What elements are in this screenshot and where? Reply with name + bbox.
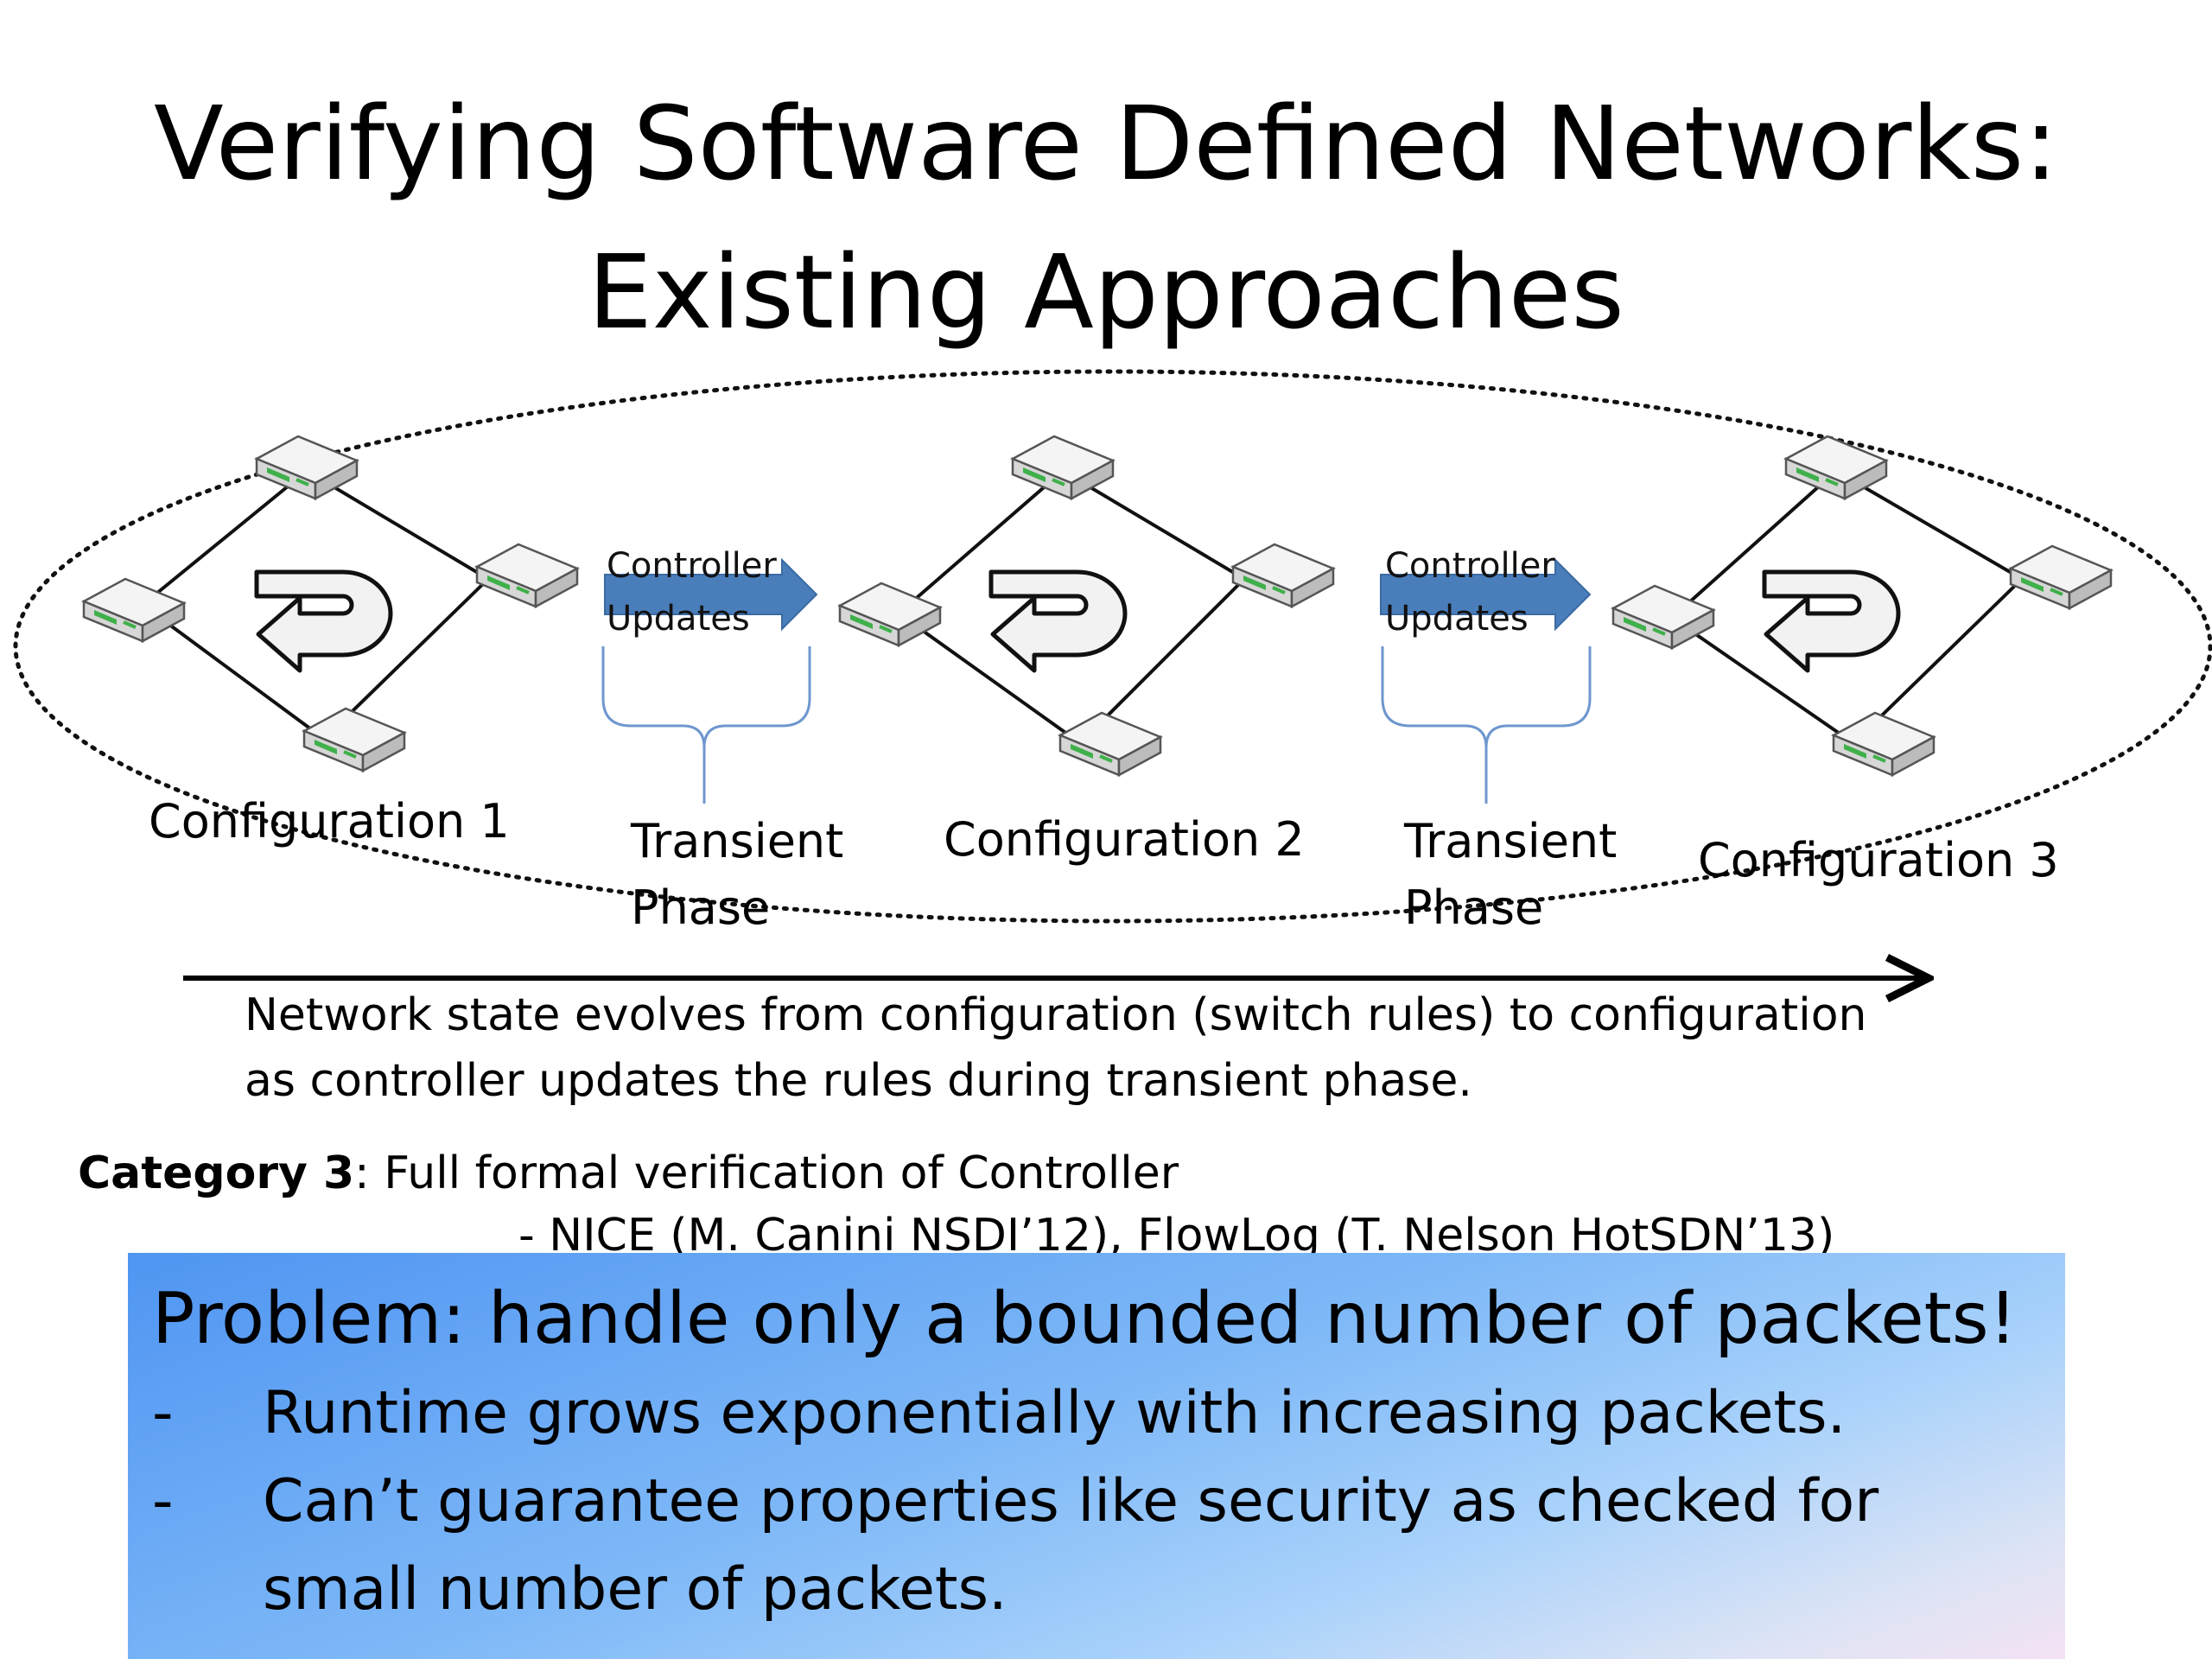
switch-icon	[82, 577, 186, 643]
switch-icon	[1832, 711, 1936, 777]
switch-icon	[255, 435, 359, 500]
state-loop-icon	[991, 572, 1125, 671]
transient-label-2: Transient	[1404, 814, 1618, 868]
category-text: : Full formal verification of Controller	[354, 1147, 1179, 1199]
switch-icon	[1231, 543, 1335, 608]
bullet-text: small number of packets.	[263, 1555, 1007, 1624]
switch-icon	[2009, 544, 2113, 610]
configuration-3-network	[1611, 435, 2113, 777]
switch-icon	[1058, 711, 1162, 777]
title-line-2: Existing Approaches	[588, 232, 1624, 352]
network-state-ellipse	[13, 369, 2212, 924]
bullet-text: Runtime grows exponentially with increas…	[263, 1379, 1847, 1447]
state-loop-icon	[257, 572, 391, 671]
bullet-marker: -	[152, 1379, 174, 1447]
controller-update-arrow-2	[1380, 557, 1592, 632]
slide-title: Verifying Software Defined Networks: Exi…	[0, 69, 2212, 366]
configuration-1-label: Configuration 1	[149, 794, 510, 849]
controller-update-arrow-1	[604, 557, 818, 632]
switch-icon	[1011, 435, 1115, 500]
updates-label-2: Updates	[1385, 599, 1529, 639]
problem-callout: Problem: handle only a bounded number of…	[128, 1253, 2065, 1659]
switch-icon	[302, 707, 406, 772]
configuration-2-network	[838, 435, 1335, 777]
configuration-1-network	[82, 435, 579, 772]
category-label: Category 3	[78, 1147, 355, 1199]
bullet-marker: -	[152, 1467, 174, 1535]
transient-phase-brace-1	[601, 646, 811, 804]
transient-phase-brace-2	[1381, 646, 1592, 804]
controller-label-1: Controller	[607, 546, 777, 586]
transient-label-1: Transient	[631, 814, 844, 868]
state-loop-icon	[1764, 572, 1898, 671]
diagram-caption: Network state evolves from configuration…	[245, 982, 1973, 1114]
phase-label-1: Phase	[631, 880, 771, 935]
updates-label-1: Updates	[607, 599, 750, 639]
network-evolution-diagram	[13, 369, 2212, 1002]
configuration-2-label: Configuration 2	[944, 812, 1305, 867]
problem-title: Problem: handle only a bounded number of…	[152, 1278, 2018, 1360]
switch-icon	[475, 543, 579, 608]
bullet-text: Can’t guarantee properties like security…	[263, 1467, 1879, 1535]
caption-line-2: as controller updates the rules during t…	[245, 1055, 1472, 1107]
configuration-3-label: Configuration 3	[1698, 833, 2059, 887]
caption-line-1: Network state evolves from configuration…	[245, 989, 1867, 1041]
category-line: Category 3: Full formal verification of …	[78, 1141, 1179, 1206]
controller-label-2: Controller	[1385, 546, 1555, 586]
title-line-1: Verifying Software Defined Networks:	[154, 84, 2058, 203]
phase-label-2: Phase	[1404, 880, 1544, 935]
